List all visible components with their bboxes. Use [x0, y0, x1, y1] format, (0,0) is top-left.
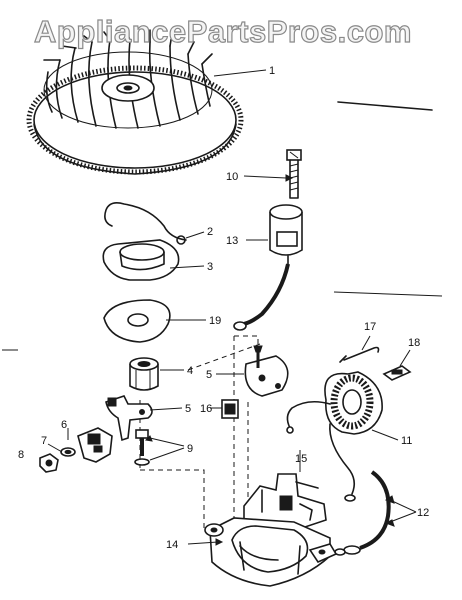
- leader-line: [389, 499, 417, 513]
- ignition-coil-part[interactable]: [286, 371, 383, 502]
- callout-12: 12: [417, 507, 429, 519]
- flywheel-part[interactable]: [26, 29, 244, 175]
- callout-7: 7: [41, 435, 47, 447]
- leader-line: [149, 447, 185, 461]
- leader-line: [243, 175, 287, 179]
- callout-14: 14: [166, 539, 178, 551]
- callout-5-upper: 5: [206, 369, 212, 381]
- callout-9: 9: [187, 443, 193, 455]
- washer-plate-part[interactable]: [103, 299, 171, 343]
- callout-17: 17: [364, 321, 376, 333]
- leader-line: [389, 511, 417, 523]
- callout-1: 1: [269, 65, 275, 77]
- leader-line: [149, 407, 183, 411]
- leader-arrow: [144, 435, 153, 442]
- lock-washer-part[interactable]: [60, 447, 76, 457]
- breaker-arm-part[interactable]: [105, 395, 153, 442]
- screw-part[interactable]: [286, 149, 302, 199]
- stray-line: [333, 291, 443, 297]
- spark-plug-lead-part[interactable]: [334, 470, 391, 556]
- insulator-pad-part[interactable]: [382, 365, 412, 381]
- leader-arrow: [285, 174, 294, 182]
- leader-arrow: [384, 495, 395, 504]
- leader-arrow: [215, 538, 224, 546]
- callout-8: 8: [18, 449, 24, 461]
- callout-3: 3: [207, 261, 213, 273]
- leader-line: [371, 429, 399, 441]
- leader-line: [187, 541, 219, 545]
- leader-line: [47, 443, 63, 453]
- leader-line: [149, 437, 185, 447]
- leader-arrow: [384, 519, 395, 527]
- callout-19: 19: [209, 315, 221, 327]
- condenser-part[interactable]: [233, 204, 303, 331]
- callout-10: 10: [226, 171, 238, 183]
- key-sleeve-part[interactable]: [102, 239, 180, 281]
- callout-13: 13: [226, 235, 238, 247]
- spring-wire-part[interactable]: [339, 346, 380, 363]
- callout-4: 4: [187, 365, 193, 377]
- stray-line: [337, 101, 433, 111]
- callout-18: 18: [408, 337, 420, 349]
- bushing-part[interactable]: [129, 357, 159, 391]
- leader-line: [213, 69, 267, 77]
- callout-2: 2: [207, 226, 213, 238]
- leader-line: [399, 349, 411, 367]
- spring-clip-part[interactable]: [104, 202, 187, 245]
- screw-washer-part[interactable]: [134, 429, 150, 466]
- breaker-housing-part[interactable]: [204, 473, 338, 587]
- terminal-bracket-part[interactable]: [77, 427, 113, 463]
- mounting-bracket-part[interactable]: [244, 345, 289, 397]
- callout-6: 6: [61, 419, 67, 431]
- callout-16: 16: [200, 403, 212, 415]
- callout-15: 15: [295, 453, 307, 465]
- hex-nut-part[interactable]: [39, 453, 59, 473]
- felt-block-part[interactable]: [221, 399, 239, 419]
- leader-line: [169, 265, 205, 269]
- callout-11: 11: [401, 435, 412, 447]
- leader-line: [185, 231, 205, 239]
- leader-line: [361, 335, 371, 351]
- callout-5-lower: 5: [185, 403, 191, 415]
- watermark-text: AppliancePartsPros.com: [33, 13, 412, 49]
